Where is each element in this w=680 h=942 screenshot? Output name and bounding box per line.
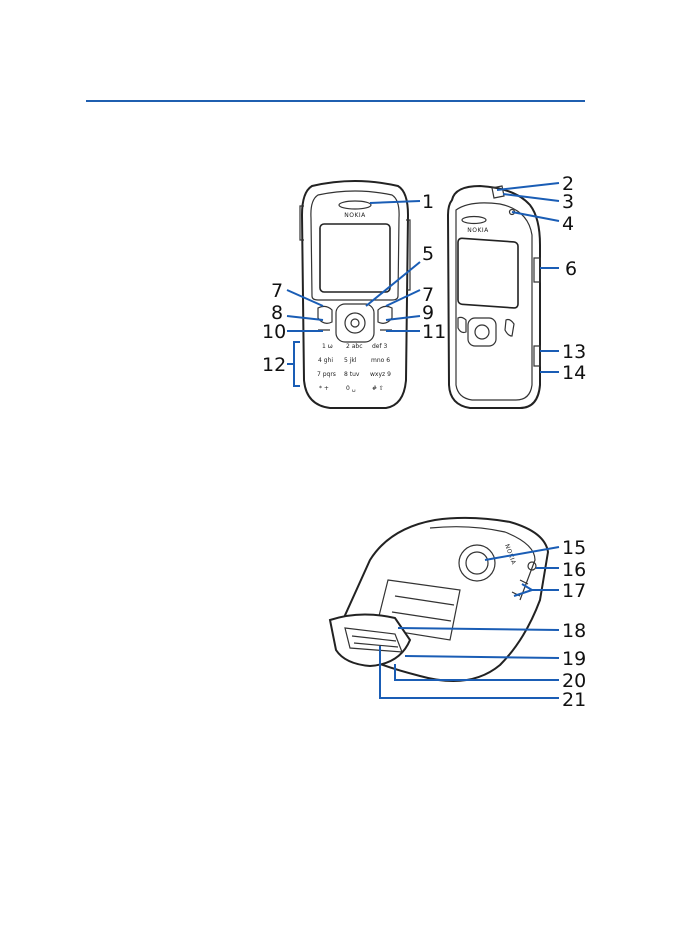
front-phone-drawing: NOKIA 1 ω 2 abc def 3 4 ghi 5 jkl mno 6 … (299, 180, 411, 409)
callout-numbers-back: 15 16 17 18 19 20 21 (562, 537, 586, 711)
key-4: 4 ghi (318, 357, 333, 364)
key-star: * + (319, 385, 329, 392)
callout-20: 20 (562, 670, 586, 692)
callout-13: 13 (562, 341, 586, 363)
front-brand-label: NOKIA (344, 212, 366, 219)
key-hash: # ⇧ (372, 385, 384, 392)
key-2: 2 abc (346, 343, 363, 350)
callout-7-right: 7 (422, 284, 434, 306)
callout-21: 21 (562, 689, 586, 711)
callout-9: 9 (422, 302, 434, 324)
key-6: mno 6 (371, 357, 390, 364)
callout-10: 10 (262, 321, 286, 343)
callout-18: 18 (562, 620, 586, 642)
callout-1: 1 (422, 191, 434, 213)
callout-numbers-front: 1 2 3 4 5 6 7 7 8 9 10 11 12 13 14 (262, 173, 586, 384)
callout-11: 11 (422, 321, 446, 343)
key-7: 7 pqrs (317, 371, 336, 378)
key-3: def 3 (372, 343, 388, 350)
side-phone-drawing: NOKIA (446, 184, 541, 409)
header-rule (86, 100, 585, 102)
callout-3: 3 (562, 191, 574, 213)
callout-15: 15 (562, 537, 586, 559)
callout-19: 19 (562, 648, 586, 670)
front-keypad: 1 ω 2 abc def 3 4 ghi 5 jkl mno 6 7 pqrs… (317, 343, 391, 392)
callout-14: 14 (562, 362, 586, 384)
side-brand-label: NOKIA (467, 227, 489, 234)
callout-2: 2 (562, 173, 574, 195)
key-8: 8 tuv (344, 371, 360, 378)
key-1: 1 ω (322, 343, 333, 350)
callout-17: 17 (562, 580, 586, 602)
callout-16: 16 (562, 559, 586, 581)
callout-12: 12 (262, 354, 286, 376)
key-0: 0 ␣ (346, 385, 356, 392)
key-5: 5 jkl (344, 357, 357, 364)
leader-lines (286, 182, 560, 699)
callout-8: 8 (271, 302, 283, 324)
key-9: wxyz 9 (370, 371, 391, 378)
callout-4: 4 (562, 213, 574, 235)
callout-7-left: 7 (271, 280, 283, 302)
callout-6: 6 (565, 258, 577, 280)
callout-5: 5 (422, 243, 434, 265)
